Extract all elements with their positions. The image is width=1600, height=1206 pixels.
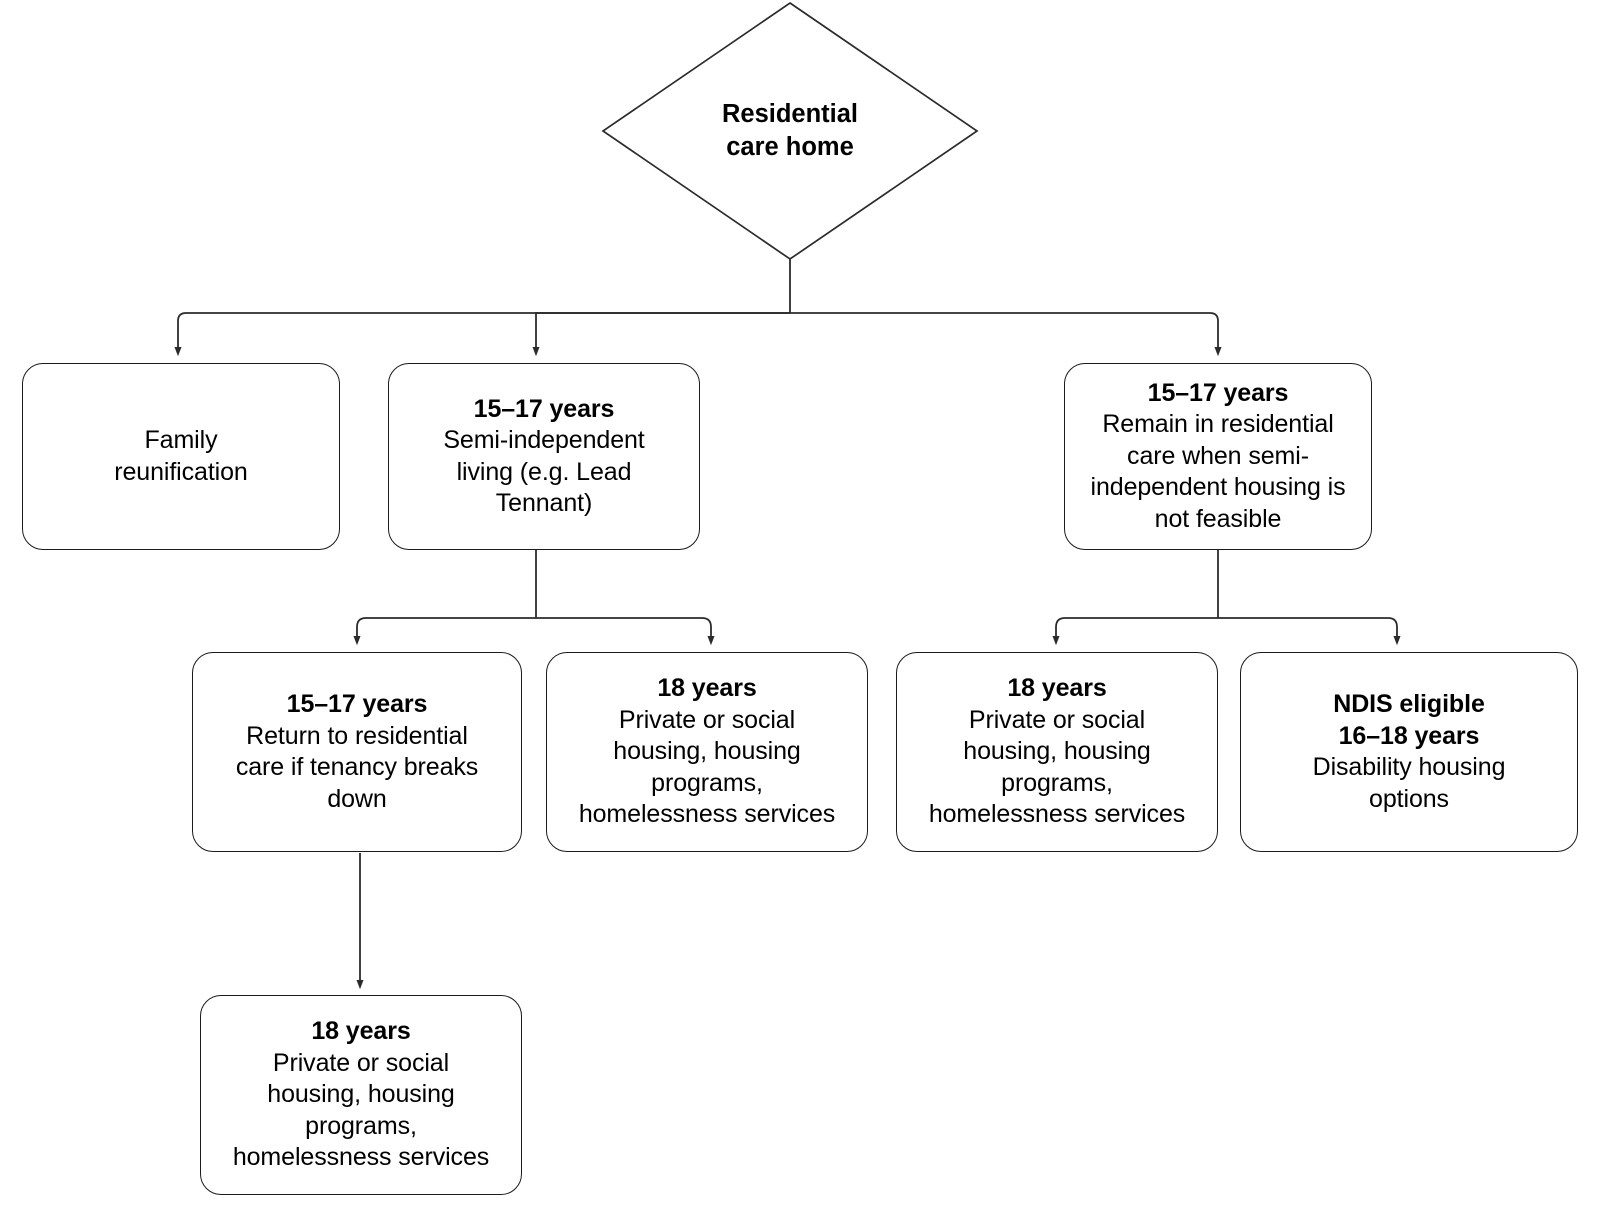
node-semi-independent-living-title: 15–17 years (473, 394, 615, 423)
node-return-to-residential-care-body: Return to residential care if tenancy br… (235, 721, 479, 813)
edge-root-to-semi-independent (532, 312, 790, 357)
node-housing-18-years-left-body: Private or social housing, housing progr… (578, 705, 836, 829)
node-family-reunification-body: Family reunification (114, 426, 248, 486)
node-ndis-eligible-body: Disability housing options (1312, 753, 1506, 813)
node-housing-18-years-right[interactable]: 18 years Private or social housing, hous… (896, 652, 1218, 852)
node-housing-18-years-right-body: Private or social housing, housing progr… (928, 705, 1186, 829)
node-remain-in-residential-care[interactable]: 15–17 years Remain in residential care w… (1064, 363, 1372, 550)
node-residential-care-home[interactable]: Residential care home (603, 3, 977, 259)
node-family-reunification[interactable]: Family reunification (22, 363, 340, 550)
edge-remain-to-ndis (1218, 617, 1401, 646)
node-remain-in-residential-care-body: Remain in residential care when semi- in… (1090, 410, 1346, 533)
node-housing-18-years-bottom-body: Private or social housing, housing progr… (232, 1048, 490, 1172)
node-housing-18-years-bottom[interactable]: 18 years Private or social housing, hous… (200, 995, 522, 1195)
node-return-to-residential-care-title: 15–17 years (286, 690, 428, 718)
node-remain-in-residential-care-title: 15–17 years (1147, 378, 1289, 407)
node-ndis-eligible[interactable]: NDIS eligible 16–18 years Disability hou… (1240, 652, 1578, 852)
node-return-to-residential-care[interactable]: 15–17 years Return to residential care i… (192, 652, 522, 852)
edge-root-to-remain-care (790, 312, 1222, 357)
node-semi-independent-living-body: Semi-independent living (e.g. Lead Tenna… (443, 426, 645, 517)
node-ndis-eligible-title: NDIS eligible 16–18 years (1333, 690, 1485, 750)
node-semi-independent-living[interactable]: 15–17 years Semi-independent living (e.g… (388, 363, 700, 550)
node-housing-18-years-right-title: 18 years (1007, 674, 1107, 703)
edge-remain-to-housing18-right (1052, 617, 1218, 646)
edge-semi-to-housing18-left (536, 617, 715, 646)
edge-semi-to-return (353, 617, 536, 646)
edge-root-to-family (174, 312, 790, 357)
node-residential-care-home-label: Residential care home (721, 99, 859, 161)
node-housing-18-years-bottom-title: 18 years (311, 1017, 411, 1046)
node-housing-18-years-left-title: 18 years (657, 674, 757, 703)
node-housing-18-years-left[interactable]: 18 years Private or social housing, hous… (546, 652, 868, 852)
